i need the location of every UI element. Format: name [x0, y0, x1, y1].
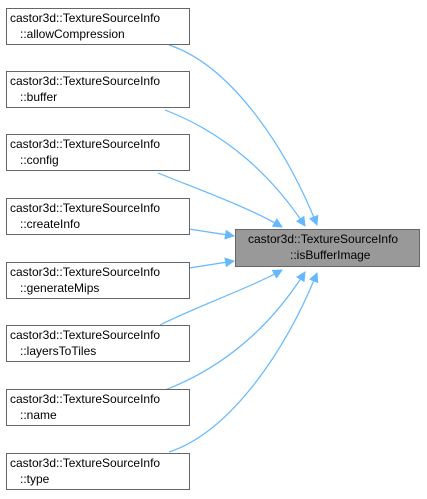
- caller-class-label: castor3d::TextureSourceInfo: [10, 392, 161, 406]
- caller-node-config[interactable]: castor3d::TextureSourceInfo ::config: [6, 134, 190, 171]
- edge-type: [168, 272, 319, 453]
- caller-method-label: ::allowCompression: [20, 27, 125, 41]
- caller-class-label: castor3d::TextureSourceInfo: [10, 201, 161, 215]
- edge-buffer: [164, 109, 306, 227]
- caller-method-label: ::name: [20, 408, 57, 422]
- edge-name: [164, 271, 306, 391]
- caller-method-label: ::buffer: [20, 90, 58, 104]
- caller-node-allowcompression[interactable]: castor3d::TextureSourceInfo ::allowCompr…: [6, 8, 190, 45]
- caller-node-name[interactable]: castor3d::TextureSourceInfo ::name: [6, 389, 190, 426]
- edge-generatemips: [188, 257, 235, 269]
- caller-method-label: ::config: [20, 153, 59, 167]
- caller-node-type[interactable]: castor3d::TextureSourceInfo ::type: [6, 453, 190, 490]
- caller-method-label: ::createInfo: [20, 217, 81, 231]
- caller-node-layerstotiles[interactable]: castor3d::TextureSourceInfo ::layersToTi…: [6, 325, 190, 362]
- caller-class-label: castor3d::TextureSourceInfo: [10, 74, 161, 88]
- target-method-label: ::isBufferImage: [290, 248, 371, 262]
- target-node-isbufferimage[interactable]: castor3d::TextureSourceInfo ::isBufferIm…: [235, 229, 420, 267]
- caller-method-label: ::layersToTiles: [20, 344, 97, 358]
- caller-node-createinfo[interactable]: castor3d::TextureSourceInfo ::createInfo: [6, 198, 190, 235]
- edge-layerstotiles: [159, 269, 283, 326]
- caller-method-label: ::generateMips: [20, 281, 100, 295]
- caller-node-generatemips[interactable]: castor3d::TextureSourceInfo ::generateMi…: [6, 262, 190, 299]
- caller-class-label: castor3d::TextureSourceInfo: [10, 265, 161, 279]
- caller-method-label: ::type: [20, 472, 50, 486]
- caller-class-label: castor3d::TextureSourceInfo: [10, 328, 161, 342]
- edge-config: [157, 172, 283, 228]
- caller-node-buffer[interactable]: castor3d::TextureSourceInfo ::buffer: [6, 71, 190, 108]
- edge-allowcompression: [168, 44, 319, 226]
- target-class-label: castor3d::TextureSourceInfo: [248, 232, 399, 246]
- caller-class-label: castor3d::TextureSourceInfo: [10, 456, 161, 470]
- caller-class-label: castor3d::TextureSourceInfo: [10, 137, 161, 151]
- edge-createinfo: [188, 228, 235, 240]
- caller-class-label: castor3d::TextureSourceInfo: [10, 11, 161, 25]
